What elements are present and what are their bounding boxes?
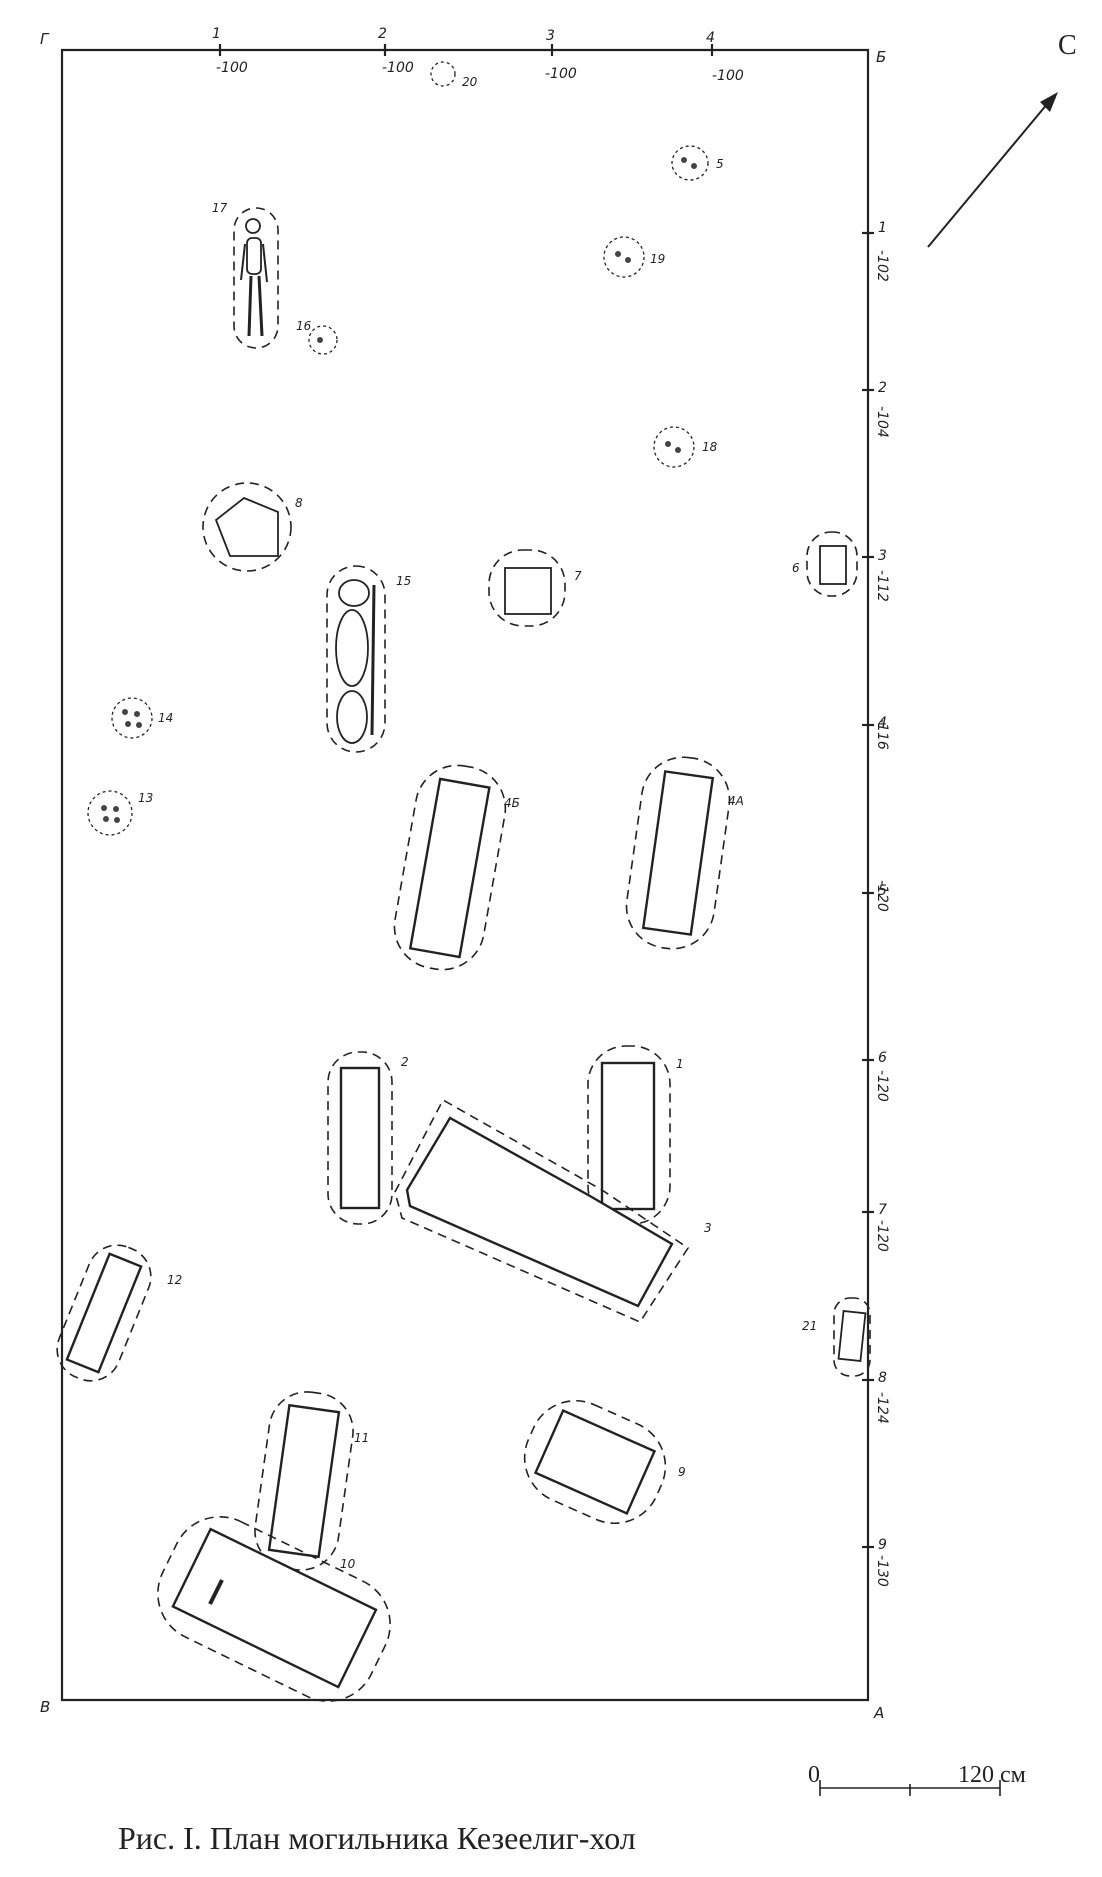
row-number: 7	[878, 1202, 887, 1218]
row-depth: -112	[874, 570, 890, 602]
grave-1: 1	[587, 1045, 684, 1225]
column-depth: -100	[545, 66, 577, 82]
feature-label: 12	[167, 1273, 182, 1287]
row-depth: -102	[874, 250, 890, 282]
row-depth: -130	[874, 1555, 890, 1587]
row-depth: -120	[874, 1220, 890, 1252]
row-number: 2	[878, 380, 887, 396]
grave-12: 12	[56, 1244, 182, 1382]
column-number: 1	[212, 26, 221, 42]
feature-label: 14	[158, 711, 173, 725]
feature-label: 4А	[728, 794, 744, 808]
feature-label: 19	[650, 252, 665, 266]
pit-19: 19	[603, 236, 665, 278]
row-number: 4	[878, 715, 887, 731]
column-number: 2	[378, 26, 387, 42]
corner-label-nw: Г	[40, 30, 50, 48]
row-ruler: 1 -102 2 -104 3 -112 4 -116 5 -120 6 -12…	[862, 220, 890, 1587]
column-number: 4	[706, 30, 715, 46]
feature-label: 15	[396, 574, 411, 588]
feature-label: 7	[574, 569, 582, 583]
feature-label: 4Б	[504, 796, 520, 810]
grave-2: 2	[327, 1051, 409, 1225]
feature-label: 6	[792, 561, 800, 575]
row-number: 9	[878, 1537, 887, 1553]
excavation-boundary	[60, 48, 870, 1702]
row-number: 1	[878, 220, 887, 236]
row-depth: -120	[874, 1070, 890, 1102]
feature-label: 18	[702, 440, 718, 454]
feature-label: 8	[295, 496, 303, 510]
column-ruler: 1 -100 2 -100 3 -100 4 -100	[212, 26, 744, 84]
grave-3: 3	[394, 1098, 712, 1324]
feature-label: 11	[354, 1431, 369, 1445]
feature-label: 16	[296, 319, 312, 333]
scale-bar	[819, 1780, 1001, 1796]
grave-17: 17	[212, 201, 279, 349]
grave-11: 11	[254, 1391, 369, 1571]
feature-label: 17	[212, 201, 228, 215]
column-depth: -100	[216, 60, 248, 76]
grave-8: 8	[202, 482, 303, 572]
grave-21: 21	[802, 1297, 871, 1377]
column-depth: -100	[382, 60, 414, 76]
pit-13: 13	[87, 790, 153, 836]
column-depth: -100	[712, 68, 744, 84]
row-depth: -104	[874, 406, 890, 438]
scale-end-label: 120 см	[958, 1762, 1026, 1788]
pit-14: 14	[111, 697, 173, 739]
pit-20: 20	[430, 61, 478, 89]
corner-label-ne: Б	[876, 48, 886, 66]
feature-label: 21	[802, 1319, 817, 1333]
grave-4a: 4А	[625, 756, 744, 950]
corner-label-sw: В	[40, 1698, 50, 1716]
feature-label: 3	[704, 1221, 712, 1235]
grave-4b: 4Б	[393, 764, 520, 971]
grave-6: 6	[792, 531, 858, 597]
feature-label: 5	[716, 157, 724, 171]
column-number: 3	[546, 28, 555, 44]
feature-label: 10	[340, 1557, 356, 1571]
grave-9: 9	[523, 1399, 686, 1525]
corner-label-se: А	[873, 1704, 884, 1722]
grave-15: 15	[326, 565, 411, 753]
feature-label: 9	[678, 1465, 686, 1479]
pit-18: 18	[653, 426, 718, 468]
row-number: 3	[878, 548, 887, 564]
figure-caption: Рис. I. План могильника Кезеелиг-хол	[118, 1820, 636, 1856]
row-number: 5	[878, 883, 887, 899]
feature-label: 1	[676, 1057, 684, 1071]
north-arrow-icon	[927, 92, 1058, 248]
feature-label: 2	[401, 1055, 409, 1069]
north-label: С	[1058, 30, 1077, 61]
feature-label: 13	[138, 791, 153, 805]
grave-7: 7	[488, 549, 582, 627]
grave-10: 10	[157, 1516, 391, 1702]
row-number: 6	[878, 1050, 887, 1066]
feature-label: 20	[462, 75, 478, 89]
pit-16: 16	[296, 319, 338, 355]
pit-5: 5	[671, 145, 724, 181]
row-depth: -124	[874, 1392, 890, 1424]
row-depth: -116	[874, 718, 890, 750]
scale-zero-label: 0	[808, 1762, 820, 1788]
row-number: 8	[878, 1370, 887, 1386]
row-depth: -120	[874, 880, 890, 912]
